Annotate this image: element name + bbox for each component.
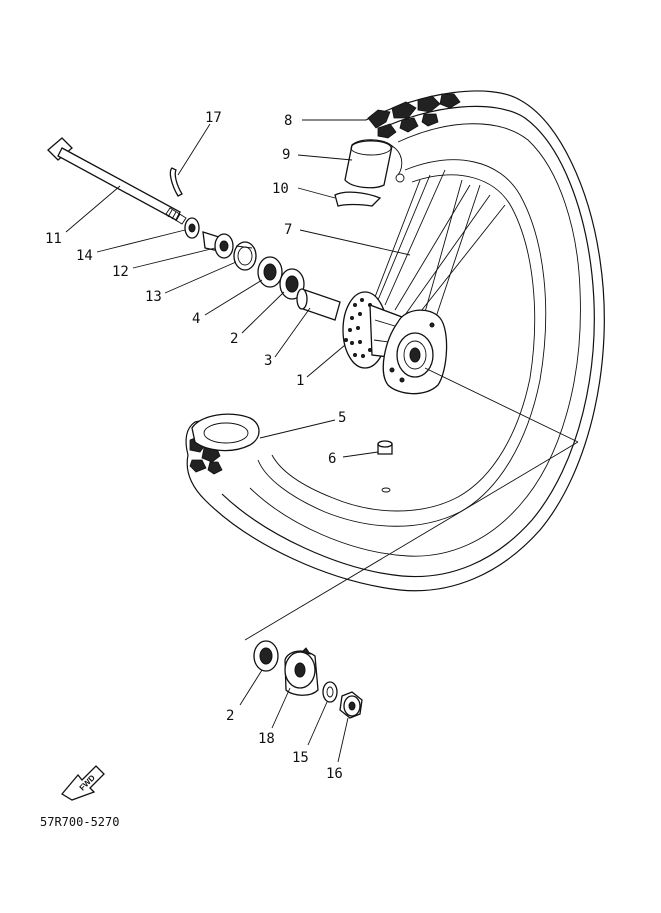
diagram-code: 57R700-5270 [40,815,119,829]
callout-3: 3 [264,353,272,369]
callout-9: 9 [282,147,290,163]
rim-band [334,191,382,207]
washer-15 [322,681,338,703]
meter-gear-unit [284,647,319,696]
callout-14: 14 [76,248,93,264]
inner-tube [344,139,405,189]
washer-14 [184,217,200,239]
axle [47,137,187,225]
callout-13: 13 [145,289,162,305]
callout-7: 7 [284,222,292,238]
callout-8: 8 [284,113,292,129]
callout-11: 11 [45,231,62,247]
bearing-4 [257,256,283,288]
leader-lines [65,119,411,763]
collar-12 [202,231,234,259]
spokes [369,169,506,336]
bearing-2-lower [253,640,279,672]
callout-6: 6 [328,451,336,467]
callout-4: 4 [192,311,200,327]
callout-17: 17 [205,110,222,126]
hub [342,291,448,395]
callout-2-upper: 2 [230,331,238,347]
callout-2-lower: 2 [226,708,234,724]
callout-1: 1 [296,373,304,389]
callout-labels: 17 8 9 10 7 11 14 12 13 4 2 3 1 5 6 2 18… [45,110,346,782]
oil-seal-13 [233,241,257,271]
cotter-pin [169,167,183,197]
callout-5: 5 [338,410,346,426]
axle-nut-16 [339,691,363,719]
callout-18: 18 [258,731,275,747]
tire [185,90,605,592]
valve-cap [377,440,393,493]
fwd-arrow-icon: FWD [61,765,105,801]
callout-16: 16 [326,766,343,782]
spacer-3 [296,288,341,321]
explode-axis-line [244,367,579,641]
callout-10: 10 [272,181,289,197]
callout-12: 12 [112,264,129,280]
callout-15: 15 [292,750,309,766]
